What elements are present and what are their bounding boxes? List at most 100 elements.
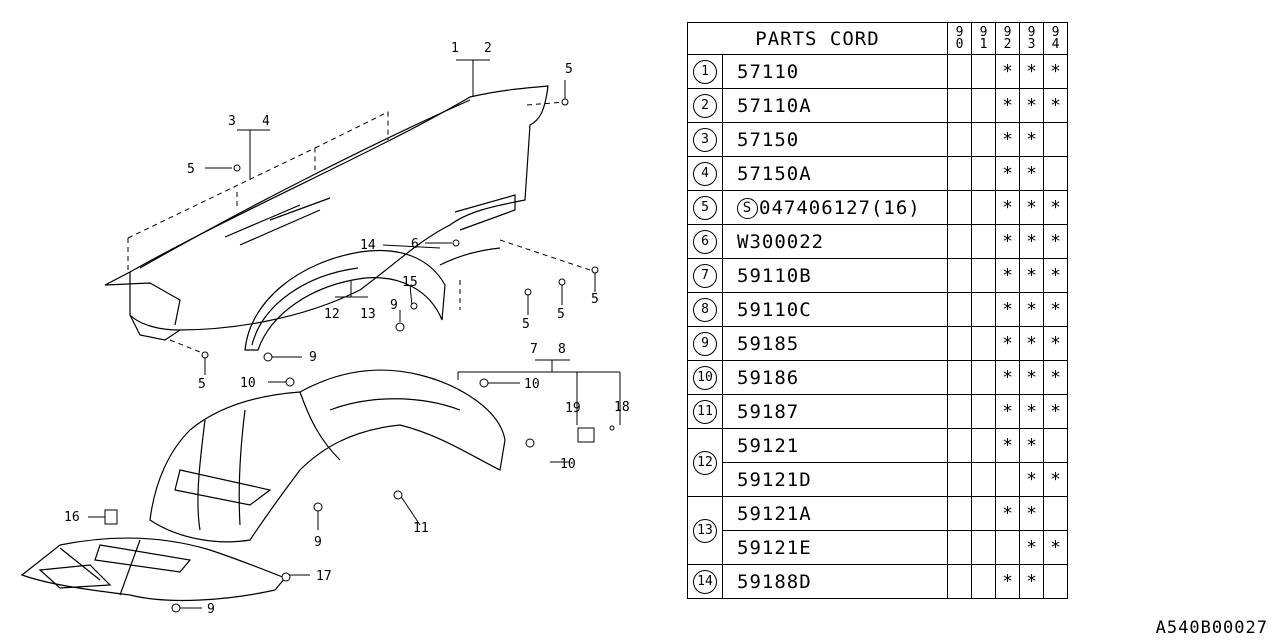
part-number-cell: 57110A: [722, 88, 948, 123]
year-applicability-cell: *: [995, 496, 1020, 531]
year-applicability-cell: [947, 258, 972, 293]
year-applicability-cell: [971, 292, 996, 327]
ref-number-cell: 1: [687, 54, 723, 89]
year-applicability-cell: *: [1019, 496, 1044, 531]
callout-9: 9: [207, 602, 215, 617]
ref-number-circle: 7: [693, 263, 717, 288]
year-applicability-cell: [971, 88, 996, 123]
year-applicability-cell: *: [1043, 530, 1068, 565]
callout-10: 10: [524, 377, 540, 392]
callout-17: 17: [316, 569, 332, 584]
callout-9: 9: [390, 298, 398, 313]
ref-number-circle: 3: [693, 127, 717, 152]
year-applicability-cell: [971, 428, 996, 463]
parts-diagram: 1 2 3 4 5 5 5 5 5 5 6 7 8 9 9 9 9 10 10 …: [20, 41, 630, 617]
ref-number-cell: 13: [687, 496, 723, 565]
callout-14: 14: [360, 238, 376, 253]
callout-9: 9: [314, 535, 322, 550]
year-applicability-cell: *: [1019, 54, 1044, 89]
ref-number-circle: 1: [693, 59, 717, 84]
table-row: 59121D**: [688, 462, 1068, 497]
year-applicability-cell: *: [995, 224, 1020, 259]
year-applicability-cell: *: [1019, 156, 1044, 191]
callout-19: 19: [565, 401, 581, 416]
year-applicability-cell: *: [995, 156, 1020, 191]
callout-12: 12: [324, 307, 340, 322]
part-number: 59110B: [737, 264, 812, 287]
year-applicability-cell: [947, 122, 972, 157]
year-applicability-cell: *: [1043, 224, 1068, 259]
year-applicability-cell: *: [1019, 530, 1044, 565]
ref-number-cell: 8: [687, 292, 723, 327]
callout-16: 16: [64, 510, 80, 525]
ref-number-circle: 13: [693, 518, 717, 543]
ref-number-cell: 4: [687, 156, 723, 191]
year-applicability-cell: [971, 190, 996, 225]
callout-13: 13: [360, 307, 376, 322]
callout-5: 5: [198, 377, 206, 392]
ref-number-circle: 14: [693, 569, 717, 594]
year-applicability-cell: [971, 156, 996, 191]
year-applicability-cell: *: [1043, 394, 1068, 429]
year-applicability-cell: *: [995, 258, 1020, 293]
part-number-cell: 57110: [722, 54, 948, 89]
year-applicability-cell: [947, 428, 972, 463]
part-number-cell: 57150: [722, 122, 948, 157]
year-applicability-cell: *: [1019, 326, 1044, 361]
year-applicability-cell: *: [995, 292, 1020, 327]
year-applicability-cell: *: [1043, 360, 1068, 395]
year-applicability-cell: [947, 224, 972, 259]
ref-number-cell: 11: [687, 394, 723, 429]
year-applicability-cell: [947, 190, 972, 225]
table-header-title: PARTS CORD: [687, 22, 948, 55]
year-applicability-cell: [971, 564, 996, 599]
part-number: 57150A: [737, 162, 812, 185]
part-number: 59121A: [737, 502, 812, 525]
ref-number-cell: 6: [687, 224, 723, 259]
year-applicability-cell: [1043, 496, 1068, 531]
year-applicability-cell: *: [1019, 462, 1044, 497]
year-applicability-cell: [1043, 156, 1068, 191]
ref-number-cell: 7: [687, 258, 723, 293]
ref-number-circle: 2: [693, 93, 717, 118]
year-applicability-cell: *: [1043, 54, 1068, 89]
fastener-markers: [104, 98, 615, 613]
part-number-cell: 59185: [722, 326, 948, 361]
ref-number-cell: 2: [687, 88, 723, 123]
ref-number-circle: 6: [693, 229, 717, 254]
year-applicability-cell: *: [1019, 360, 1044, 395]
year-applicability-cell: [1043, 564, 1068, 599]
part-number-cell: 59121D: [722, 462, 948, 497]
callout-4: 4: [262, 114, 270, 129]
part-number: 57110A: [737, 94, 812, 117]
callout-numbers: 1 2 3 4 5 5 5 5 5 5 6 7 8 9 9 9 9 10 10 …: [64, 41, 630, 617]
year-applicability-cell: *: [1019, 190, 1044, 225]
part-number-cell: 59110C: [722, 292, 948, 327]
year-applicability-cell: *: [1019, 122, 1044, 157]
year-applicability-cell: *: [1043, 292, 1068, 327]
ref-number-circle: 11: [693, 399, 717, 424]
year-applicability-cell: *: [1043, 88, 1068, 123]
part-number: 59121: [737, 434, 800, 457]
callout-5: 5: [522, 317, 530, 332]
year-applicability-cell: [947, 360, 972, 395]
year-applicability-cell: *: [995, 88, 1020, 123]
part-number: 59121D: [737, 468, 812, 491]
year-applicability-cell: [947, 496, 972, 531]
callout-7: 7: [530, 342, 538, 357]
year-applicability-cell: *: [1019, 258, 1044, 293]
year-applicability-cell: *: [995, 394, 1020, 429]
inner-fender-mudguard: [149, 369, 506, 543]
